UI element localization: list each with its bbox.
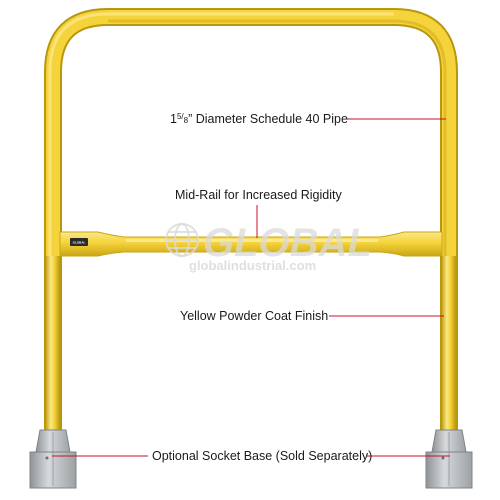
callout-pipe-suffix: ” Diameter Schedule 40 Pipe (188, 112, 348, 126)
mid-rail-label-plate (70, 238, 88, 246)
top-rail-highlight (48, 12, 394, 434)
callout-pipe-frac-num: 5 (177, 112, 182, 121)
left-post (46, 256, 60, 436)
mid-rail-label-plate-text: GLOBAL (73, 241, 86, 245)
top-rail (46, 10, 456, 434)
globe-icon (165, 223, 199, 257)
callout-mid-rail: Mid-Rail for Increased Rigidity (175, 188, 342, 202)
watermark-brand: GLOBAL (203, 221, 372, 265)
callout-pipe-diameter: 15/8” Diameter Schedule 40 Pipe (170, 112, 348, 126)
callout-pipe-frac-den: 8 (184, 116, 189, 125)
right-post (442, 256, 456, 436)
callout-pipe-frac-slash: / (181, 112, 184, 121)
callout-base: Optional Socket Base (Sold Separately) (152, 449, 372, 463)
leader-lines (52, 118, 450, 457)
mid-rail-highlight (126, 239, 378, 242)
watermark: GLOBAL globalindustrial.com (165, 221, 372, 273)
callout-pipe-whole: 1 (170, 112, 177, 126)
left-socket-base (29, 429, 77, 489)
callout-finish: Yellow Powder Coat Finish (180, 309, 328, 323)
right-socket-base (425, 429, 473, 489)
top-rail-shade (108, 19, 447, 434)
rail-frame (44, 8, 458, 434)
watermark-url: globalindustrial.com (189, 258, 316, 273)
